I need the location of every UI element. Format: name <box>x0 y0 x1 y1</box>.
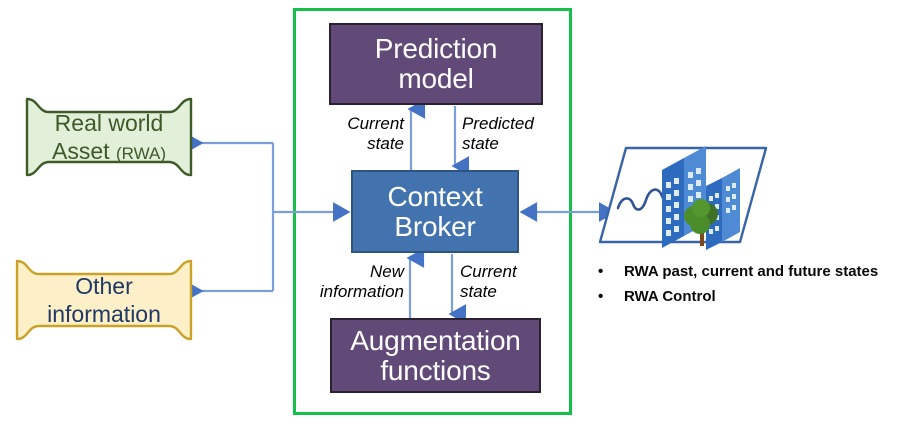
edge-label-new-information: New information <box>319 262 404 302</box>
node-augmentation-functions[interactable]: Augmentation functions <box>330 318 541 393</box>
rwa-bullet-list: • RWA past, current and future states • … <box>598 262 898 312</box>
node-other-information[interactable]: Other information <box>14 258 194 342</box>
list-item: • RWA Control <box>598 287 898 307</box>
other-information-label: Other information <box>25 272 183 328</box>
list-item: • RWA past, current and future states <box>598 262 898 282</box>
other-information-shape <box>15 259 193 341</box>
bullet-marker-icon: • <box>598 287 604 305</box>
node-context-broker[interactable]: Context Broker <box>351 170 519 253</box>
tree-icon <box>684 199 718 246</box>
edge-label-current-state-bottom: Current state <box>460 262 517 302</box>
list-item-label: RWA Control <box>624 287 716 305</box>
node-context-broker-label: Context Broker <box>387 180 483 242</box>
real-world-asset-line2-wrap: Asset (RWA) <box>52 137 166 165</box>
real-world-asset-label: Real world Asset (RWA) <box>30 109 188 165</box>
real-world-asset-line1: Real world <box>54 109 164 136</box>
real-world-asset-shape <box>25 97 193 177</box>
node-real-world-asset[interactable]: Real world Asset (RWA) <box>24 96 194 178</box>
node-prediction-model-label: Prediction model <box>374 33 498 94</box>
node-prediction-model[interactable]: Prediction model <box>329 23 543 105</box>
list-item-label: RWA past, current and future states <box>624 263 879 280</box>
rwa-city-scene <box>598 146 768 250</box>
edge-label-current-state-top: Current state <box>347 114 404 154</box>
bullet-marker-icon: • <box>598 263 604 280</box>
other-information-line1: Other <box>75 272 133 299</box>
edge-label-predicted-state: Predicted state <box>462 114 534 154</box>
real-world-asset-abbrev: (RWA) <box>115 144 166 163</box>
node-augmentation-functions-label: Augmentation functions <box>350 324 521 386</box>
other-information-line2: information <box>47 301 161 327</box>
real-world-asset-line2: Asset <box>52 138 110 164</box>
